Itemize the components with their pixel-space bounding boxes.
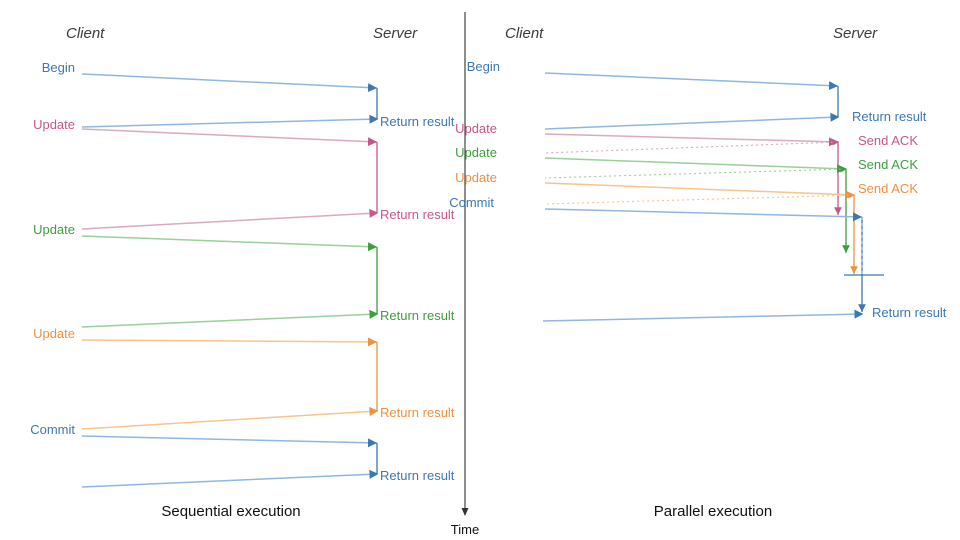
message-label-send-ack: Send ACK — [858, 157, 918, 172]
message-label-commit: Commit — [30, 422, 75, 437]
actor-label-server: Server — [833, 25, 878, 42]
message-label-begin: Begin — [42, 60, 75, 75]
message-label-return-result: Return result — [380, 207, 455, 222]
message-label-return-result: Return result — [380, 405, 455, 420]
request-arrow — [81, 435, 378, 448]
response-arrow — [81, 114, 379, 128]
message-label-return-result: Return result — [380, 308, 455, 323]
message-label-begin: Begin — [467, 59, 500, 74]
response-arrow — [81, 208, 379, 230]
message-label-update: Update — [33, 222, 75, 237]
time-axis-label: Time — [451, 522, 479, 537]
message-label-commit: Commit — [449, 195, 494, 210]
actor-label-server: Server — [373, 25, 418, 42]
message-label-update: Update — [33, 117, 75, 132]
ack-arrow — [544, 138, 840, 154]
request-arrow — [81, 73, 378, 93]
response-arrow — [544, 112, 840, 130]
response-arrow — [81, 469, 379, 488]
message-label-return-result: Return result — [380, 468, 455, 483]
request-arrow — [81, 128, 378, 147]
message-label-update: Update — [455, 170, 497, 185]
request-arrow — [544, 72, 839, 91]
actor-label-client: Client — [505, 25, 544, 42]
panel-caption: Sequential execution — [161, 503, 300, 520]
message-label-return-result: Return result — [380, 114, 455, 129]
message-label-update: Update — [455, 145, 497, 160]
request-arrow — [544, 208, 863, 222]
message-label-update: Update — [455, 121, 497, 136]
request-arrow — [544, 157, 847, 174]
actor-label-client: Client — [66, 25, 105, 42]
panel-caption: Parallel execution — [654, 503, 772, 520]
final-response-arrow — [542, 309, 864, 322]
time-axis-arrowhead — [461, 508, 469, 516]
message-label-update: Update — [33, 326, 75, 341]
request-arrow — [544, 182, 855, 200]
request-arrow — [544, 133, 839, 147]
ack-arrow — [544, 191, 856, 205]
message-label-return-result: Return result — [852, 109, 927, 124]
message-label-return-result: Return result — [872, 305, 947, 320]
response-arrow — [81, 406, 379, 430]
message-label-send-ack: Send ACK — [858, 181, 918, 196]
request-arrow — [81, 235, 378, 252]
response-arrow — [81, 309, 379, 328]
message-label-send-ack: Send ACK — [858, 133, 918, 148]
ack-arrow — [544, 165, 848, 179]
request-arrow — [81, 337, 378, 347]
